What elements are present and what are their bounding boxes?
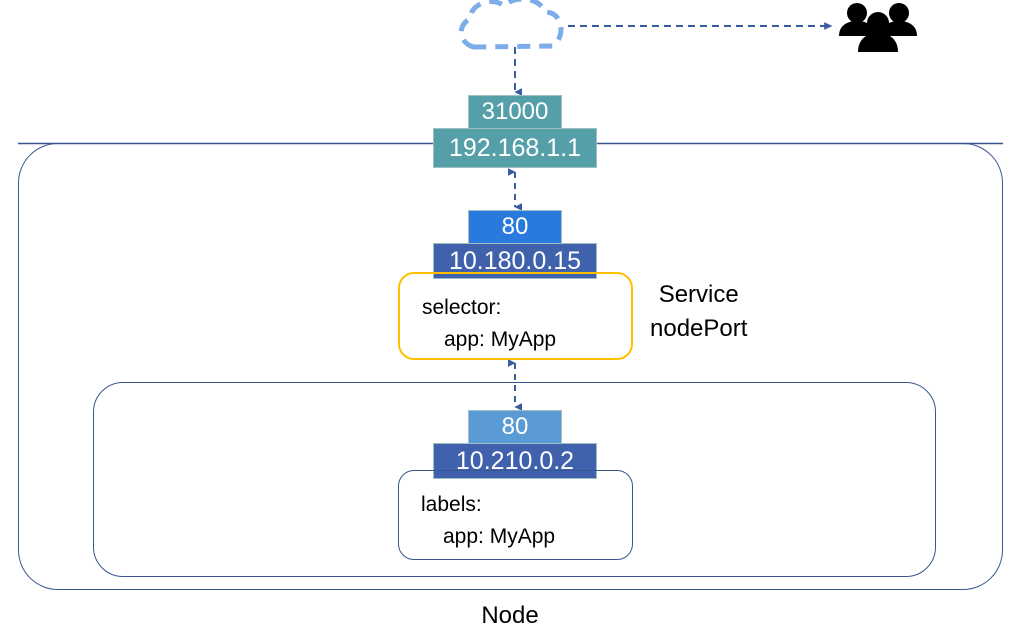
pod-labels-key: labels: bbox=[421, 493, 482, 516]
pod-host-container bbox=[93, 382, 936, 577]
service-type-line1: Service bbox=[658, 281, 739, 308]
node-label: Node bbox=[481, 602, 539, 629]
service-selector-card: selector: app: MyApp bbox=[398, 272, 633, 360]
pod-port-box: 80 bbox=[468, 410, 562, 444]
nodeport-ip-box: 192.168.1.1 bbox=[433, 128, 597, 168]
pod-ip-box: 10.210.0.2 bbox=[433, 443, 597, 479]
service-port-box: 80 bbox=[468, 210, 562, 244]
service-type-label: Service nodePort bbox=[650, 278, 747, 346]
cloud-icon bbox=[458, 0, 564, 50]
service-type-line2: nodePort bbox=[650, 315, 748, 342]
nodeport-port-box: 31000 bbox=[468, 95, 562, 129]
service-selector-value: app: MyApp bbox=[444, 328, 557, 351]
pod-labels-value: app: MyApp bbox=[443, 525, 556, 548]
users-group-icon bbox=[839, 3, 917, 52]
service-selector-key: selector: bbox=[422, 296, 502, 319]
pod-labels-card: labels: app: MyApp bbox=[398, 470, 633, 560]
